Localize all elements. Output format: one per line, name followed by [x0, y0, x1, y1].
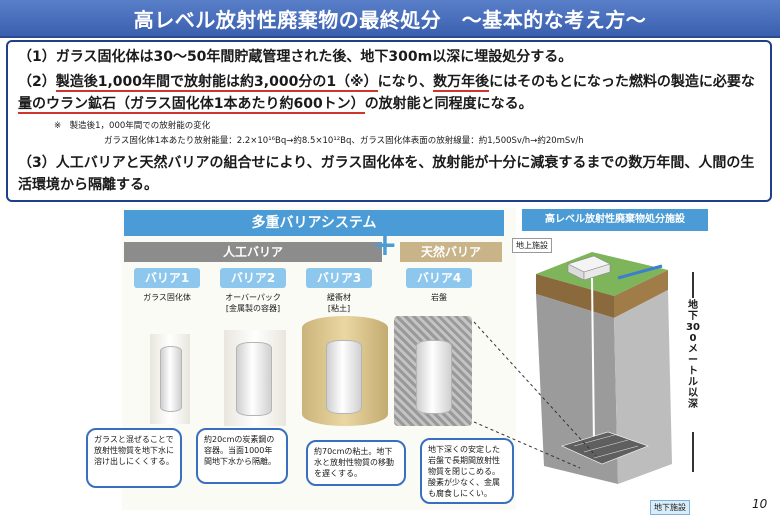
point-2-rest-b: の放射能と同程度になる。	[364, 96, 533, 112]
underground-facility-label: 地下施設	[650, 500, 690, 515]
footnote-title: ※ 製造後1，000年間での放射能の変化	[54, 121, 211, 131]
point-2-prefix: （2）	[18, 74, 56, 90]
barrier-1-label: ガラス固化体	[143, 293, 191, 302]
page-number: 10	[752, 497, 768, 511]
repository-tunnels	[561, 431, 649, 465]
point-2-underlined-3: 量のウラン鉱石（ガラス固化体1本あたり約600トン）	[18, 96, 365, 114]
connector-line-bottom	[473, 421, 581, 469]
point-2-middle: になり、	[377, 74, 434, 90]
tunnel-line-2	[583, 439, 629, 453]
callout-buffer: 約70cmの粘土。地下水と放射性物質の移動を遅くする。	[306, 440, 406, 486]
connector-lines	[473, 321, 597, 469]
barrier-4-tag: バリア4	[406, 268, 472, 288]
point-2-rest-a: にはそのもとになった燃料の製造に必要な	[489, 74, 755, 90]
rock-body-right	[614, 290, 672, 484]
access-shaft	[591, 277, 595, 445]
depth-arrow-top	[692, 272, 694, 298]
surface-facility-label: 地上施設	[512, 238, 552, 253]
point-3: （3）人工バリアと天然バリアの組合せにより、ガラス固化体を、放射能が十分に減衰す…	[18, 155, 755, 193]
buffer-inner-overpack	[326, 340, 362, 414]
point-2: （2）製造後1,000年間で放射能は約3,000分の1（※）になり、数万年後には…	[18, 71, 763, 115]
barrier-3-label: 緩衝材 [粘土]	[327, 293, 351, 313]
soil-layer-right	[614, 270, 668, 318]
surface-building-front	[583, 263, 611, 281]
barrier-4-label: 岩盤	[431, 293, 447, 302]
title-bar	[0, 0, 780, 38]
page-title: 高レベル放射性廃棄物の最終処分 〜基本的な考え方〜	[133, 8, 647, 32]
bedrock-inner-overpack	[416, 340, 452, 414]
barrier-2-tag: バリア2	[220, 268, 286, 288]
point-2-underlined-2: 数万年後	[433, 74, 490, 92]
key-points-box: （1）ガラス固化体は30〜50年間貯蔵管理された後、地下300m以深に埋設処分す…	[6, 40, 772, 202]
multi-barrier-header: 多重バリアシステム	[124, 210, 504, 236]
depth-label: 地下300メートル以深	[686, 300, 700, 410]
tunnel-line-3	[593, 445, 639, 459]
glass-canister-image	[160, 346, 182, 412]
callout-overpack: 約20cmの炭素鋼の容器。当面1000年間地下水から隔離。	[196, 428, 288, 484]
callout-glass: ガラスと混ぜることで放射性物質を地下水に溶け出しにくくする。	[86, 428, 182, 488]
barrier-2-label: オーバーパック [金属製の容器]	[225, 293, 281, 313]
point-1: （1）ガラス固化体は30〜50年間貯蔵管理された後、地下300m以深に埋設処分す…	[18, 49, 573, 65]
facility-illustration	[536, 252, 672, 484]
connector-line-top	[473, 321, 597, 457]
callout-bedrock: 地下深くの安定した岩盤で長期間放射性物質を閉じこめる。酸素が少なく、金属も腐食し…	[420, 438, 514, 504]
facility-title: 高レベル放射性廃棄物処分施設	[522, 209, 708, 231]
overpack-image	[236, 342, 272, 416]
river-line	[617, 264, 663, 280]
barrier-3-tag: バリア3	[306, 268, 372, 288]
artificial-barrier-band: 人工バリア	[124, 242, 382, 262]
plus-icon: +	[372, 228, 398, 263]
tunnel-line-1	[573, 433, 619, 447]
soil-layer-left	[536, 274, 614, 318]
natural-barrier-band: 天然バリア	[400, 242, 502, 262]
barrier-1-tag: バリア1	[134, 268, 200, 288]
depth-arrow-bottom	[692, 432, 694, 472]
footnote-detail: ガラス固化体1本あたり放射能量：2.2×10¹⁶Bq→約8.5×10¹²Bq、ガ…	[104, 136, 584, 146]
point-2-underlined-1: 製造後1,000年間で放射能は約3,000分の1（※）	[55, 74, 378, 92]
